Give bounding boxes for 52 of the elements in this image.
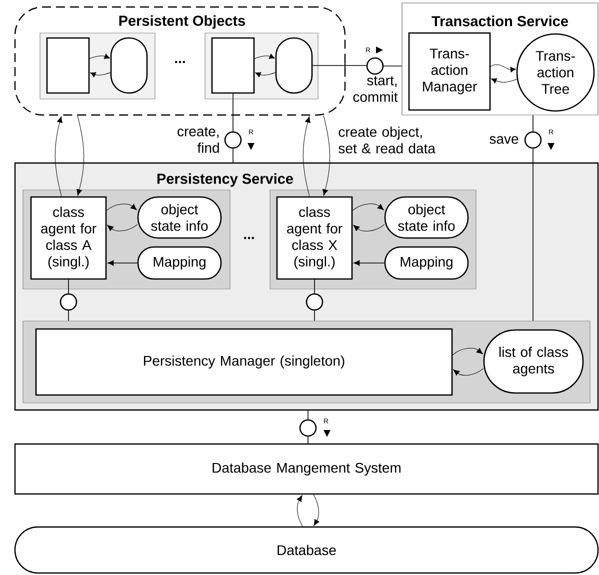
curved-arrow	[452, 348, 483, 356]
curved-arrow	[254, 54, 275, 59]
curved-arrow	[352, 204, 384, 211]
curved-arrow	[322, 115, 330, 196]
connector-line	[232, 93, 234, 132]
agent-box: class agent for class A (singl.)	[30, 196, 107, 280]
curved-arrow	[302, 116, 310, 197]
manager-box: Trans- action Manager	[408, 32, 491, 111]
interface-label: create, find	[178, 127, 219, 153]
curved-arrow	[313, 494, 320, 526]
arrow	[108, 260, 138, 266]
manager-box: Persistency Manager (singleton)	[35, 328, 453, 396]
interface-circle	[306, 293, 324, 311]
state-capsule: object state info	[384, 196, 469, 239]
interface-label: save	[490, 136, 518, 144]
dbms-box: Database Mangement System	[14, 443, 599, 495]
object-box	[211, 37, 255, 94]
region-title: Persistent Objects	[119, 15, 246, 29]
edge-label: create object, set & read data	[337, 126, 448, 154]
state-capsule: object state info	[137, 196, 222, 239]
connector-line	[68, 279, 69, 294]
curved-arrow	[453, 368, 484, 376]
curved-arrow	[296, 495, 303, 527]
mapping-capsule: Mapping	[384, 246, 469, 280]
curved-arrow	[255, 72, 276, 78]
agent-box: class agent for class X (singl.)	[276, 196, 353, 280]
curved-arrow	[89, 54, 110, 59]
connector-line	[532, 148, 534, 322]
object-box	[46, 37, 90, 94]
curved-arrow	[54, 116, 62, 197]
ellipsis: ...	[175, 60, 185, 64]
curved-arrow	[490, 64, 516, 72]
connector-line	[68, 310, 69, 322]
region-title: Transaction Service	[432, 16, 568, 26]
curved-arrow	[76, 115, 84, 196]
ellipsis: ...	[244, 236, 254, 240]
connector-line	[532, 114, 534, 132]
connector-line	[314, 310, 315, 322]
connector-line	[232, 148, 234, 163]
region-title: Persistency Service	[157, 173, 293, 187]
connector-line	[314, 279, 315, 294]
connector-line	[312, 65, 367, 66]
curved-arrow	[353, 224, 385, 232]
arrow	[354, 260, 385, 266]
curved-arrow	[106, 204, 137, 211]
curved-arrow	[90, 72, 111, 78]
list-capsule: list of class agents	[483, 329, 584, 394]
mapping-capsule: Mapping	[137, 246, 222, 280]
curved-arrow	[107, 224, 138, 232]
interface-circle	[60, 293, 78, 311]
interface-label: start, commit	[353, 76, 398, 102]
curved-arrow	[491, 78, 518, 84]
